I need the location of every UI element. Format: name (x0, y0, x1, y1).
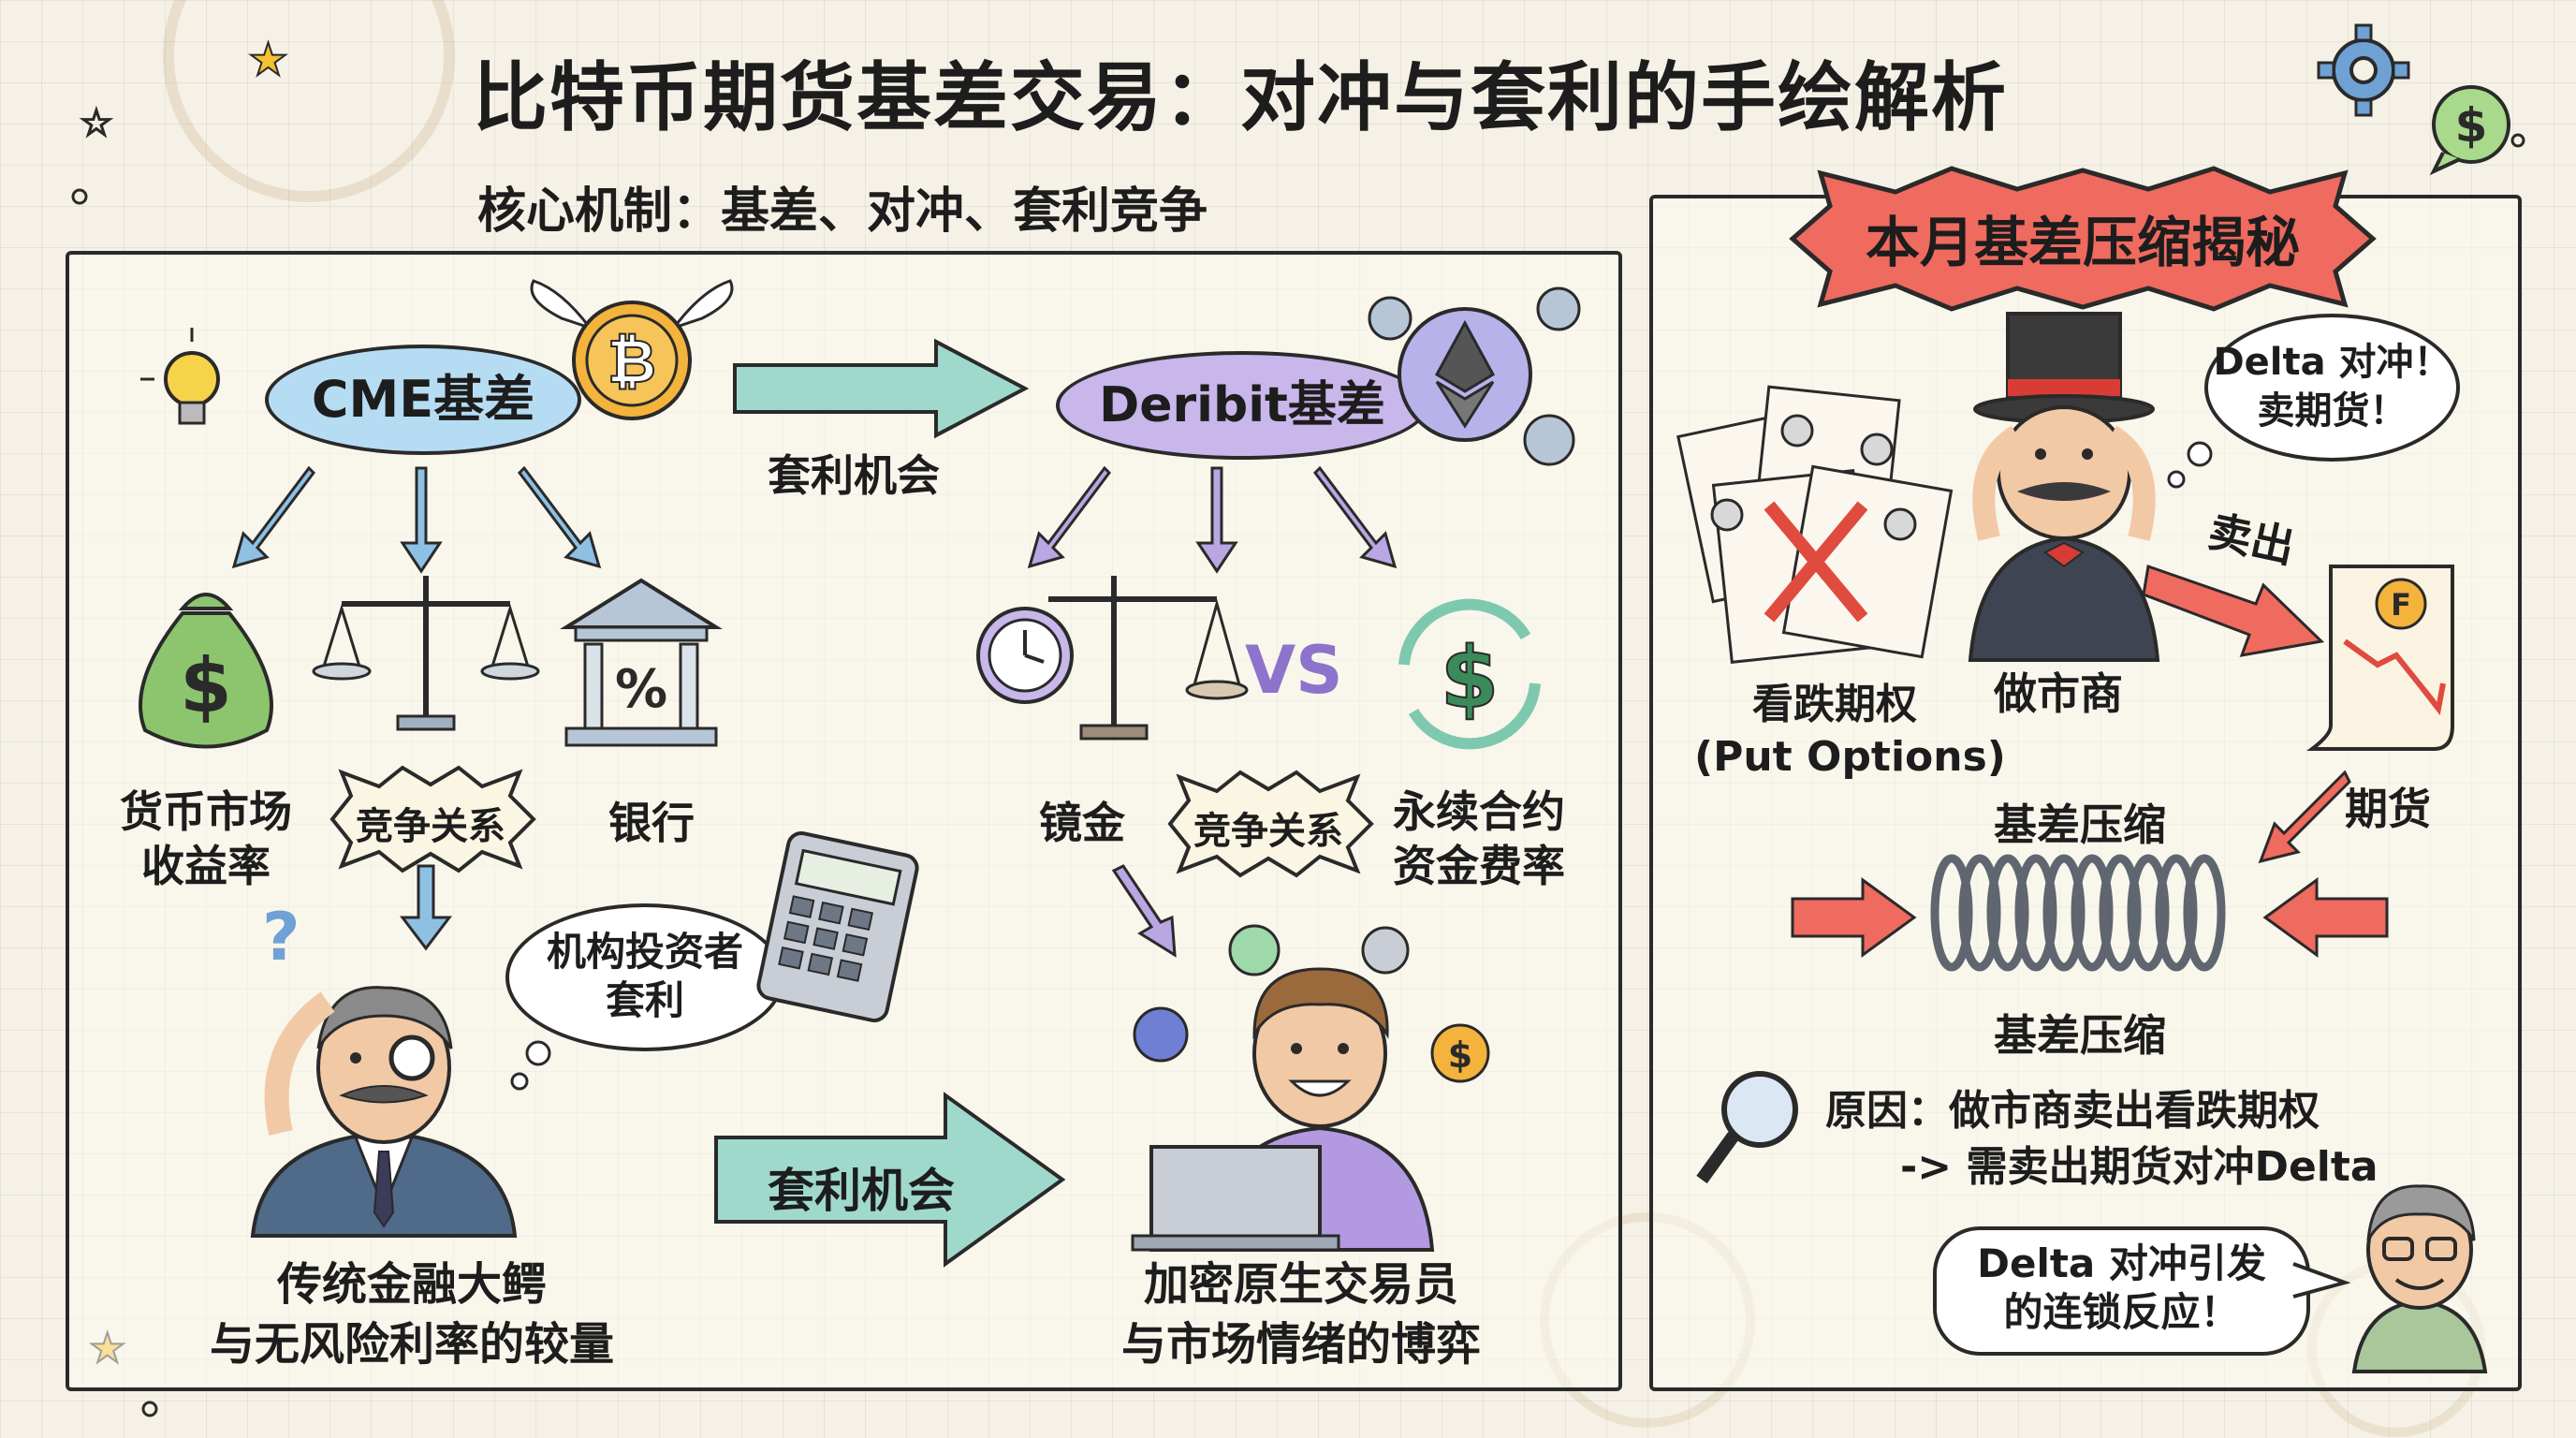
compress-label-bottom: 基差压缩 (1994, 1010, 2166, 1061)
cme-caption: 传统金融大鳄 与无风险利率的较量 (209, 1258, 614, 1371)
balance-scale-icon (312, 576, 540, 731)
chain-reaction-speech-bubble: Delta 对冲引发 的连锁反应！ (1933, 1226, 2310, 1356)
page-title: 比特币期货基差交易：对冲与套利的手绘解析 (473, 54, 2008, 141)
ethereum-icon (1368, 286, 1581, 466)
vs-label: VS (1245, 632, 1343, 709)
traditional-investor-figure (250, 986, 518, 1238)
reason-line2: -> 需卖出期货对冲Delta (1900, 1143, 2378, 1191)
svg-text:F: F (2391, 587, 2411, 623)
futures-scroll-icon: F (2306, 565, 2454, 751)
svg-text:$: $ (2455, 98, 2488, 153)
banner-title: 本月基差压缩揭秘 (1865, 211, 2300, 274)
bank-icon: % (560, 578, 723, 747)
thought-dots (510, 1040, 551, 1091)
compressed-spring-icon (1930, 854, 2226, 972)
crypto-trader-figure: $ (1131, 924, 1490, 1252)
competition-label-deribit: 竞争关系 (1193, 810, 1343, 853)
thought-dots-right (2167, 441, 2213, 489)
speech-tail (2292, 1262, 2351, 1299)
svg-text:$: $ (1448, 1034, 1472, 1076)
svg-text:%: % (615, 659, 667, 720)
market-maker-label: 做市商 (1994, 668, 2123, 719)
put-options-label: 看跌期权 (Put Options) (1694, 681, 2006, 781)
money-market-yield-label: 货币市场 收益率 (120, 786, 292, 891)
arbitrage-label-bottom: 套利机会 (768, 1164, 955, 1218)
dollar-chat-icon: $ (2429, 85, 2510, 176)
competition-burst-cme (329, 765, 536, 873)
dollar-cycle-icon: $ (1398, 598, 1541, 750)
competition-label-cme: 竞争关系 (356, 805, 505, 848)
compress-label-top: 基差压缩 (1994, 800, 2166, 850)
cme-branch-arrows (231, 465, 602, 574)
sell-arrow (2142, 564, 2325, 657)
banner-burst (1789, 166, 2377, 312)
perpetual-funding-label: 永续合约 资金费率 (1393, 786, 1565, 891)
deribit-basis-label: Deribit基差 (1099, 377, 1385, 433)
institutional-thought-bubble: 机构投资者 套利 (505, 903, 784, 1051)
deribit-caption: 加密原生交易员 与市场情绪的博弈 (1120, 1258, 1481, 1371)
cme-basis-ellipse: CME基差 (265, 345, 581, 455)
competition-burst-deribit (1167, 770, 1374, 878)
arbitrage-label-top: 套利机会 (768, 450, 940, 501)
deribit-basis-ellipse: Deribit基差 (1056, 351, 1428, 460)
futures-label: 期货 (2345, 784, 2431, 834)
market-maker-figure (1968, 312, 2160, 662)
svg-text:$: $ (1441, 629, 1500, 727)
deribit-branch-arrows (1027, 465, 1398, 574)
cme-basis-label: CME基差 (311, 370, 535, 429)
magnifier-icon (1696, 1071, 1798, 1184)
futures-to-spring-arrow (2258, 770, 2351, 864)
svg-text:$: $ (180, 642, 232, 729)
arrow-to-investor (399, 864, 453, 951)
bank-label: 银行 (608, 798, 695, 848)
svg-text:☆: ☆ (80, 102, 113, 145)
compress-arrow-right (2262, 877, 2389, 958)
money-bag-icon: $ (139, 593, 273, 749)
analyst-avatar (2351, 1184, 2488, 1373)
gear-icon (2317, 23, 2410, 117)
arbitrage-arrow-bottom (714, 1092, 1066, 1268)
compress-arrow-left (1791, 877, 1917, 958)
chain-reaction-text: Delta 对冲引发 的连锁反应！ (1977, 1240, 2266, 1335)
clock-scale-icon (976, 576, 1249, 741)
svg-text:★: ★ (248, 34, 288, 86)
put-options-documents-icon (1676, 385, 1954, 664)
bitcoin-icon: ₿ (530, 279, 734, 420)
calculator-icon (756, 831, 919, 1022)
reason-line1: 原因：做市商卖出看跌期权 (1825, 1087, 2320, 1135)
lightbulb-icon (140, 328, 220, 425)
mirror-gold-label: 镜金 (1039, 798, 1125, 848)
svg-text:₿: ₿ (607, 328, 656, 397)
institutional-thought-text: 机构投资者 套利 (546, 929, 743, 1023)
delta-hedge-thought-text: Delta 对冲！ 卖期货！ (2213, 341, 2452, 433)
arbitrage-arrow-top (733, 338, 1030, 439)
question-mark-icon: ? (262, 899, 300, 976)
page-subtitle: 核心机制：基差、对冲、套利竞争 (477, 183, 1208, 240)
arrow-to-trader (1111, 864, 1177, 958)
delta-hedge-thought-bubble: Delta 对冲！ 卖期货！ (2204, 314, 2460, 462)
